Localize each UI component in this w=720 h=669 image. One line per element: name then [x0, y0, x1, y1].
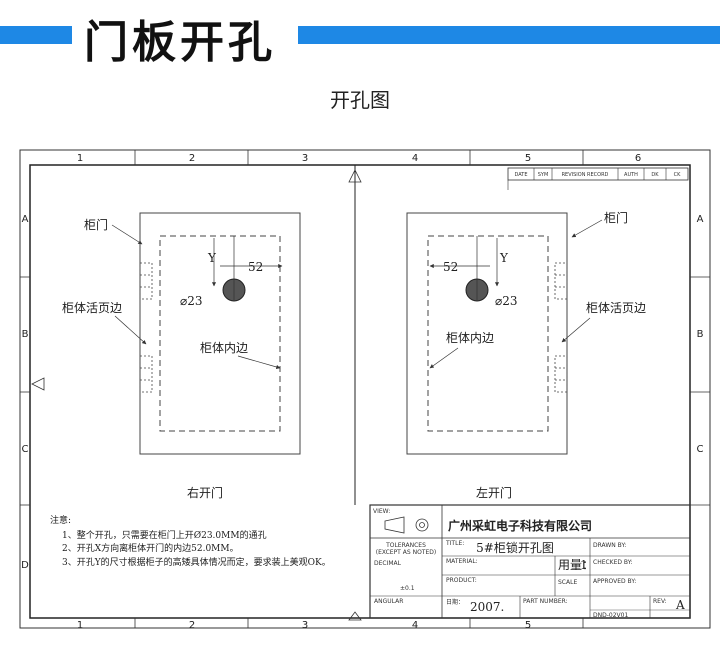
note-item-3: 3、开孔Y的尺寸根据柜子的高矮具体情况而定，要求装上美观OK。	[62, 556, 331, 568]
right-door-hole-size: ⌀23	[180, 294, 203, 308]
page-heading: 门板开孔	[84, 17, 276, 68]
grid-row-a-right: A	[697, 214, 704, 225]
tb-part-number-label: PART NUMBER:	[523, 598, 568, 605]
left-door-hinge-leader	[561, 317, 591, 343]
inner-border	[29, 164, 691, 619]
grid-row-b: B	[22, 329, 29, 340]
right-door-caption: 右开门	[187, 485, 223, 500]
note-item-2: 2、开孔X方向离柜体开门的内边52.0MM。	[62, 542, 239, 554]
right-door-label-leader	[111, 224, 143, 245]
grid-row-d: D	[21, 560, 29, 571]
grid-col-4-bottom: 4	[412, 620, 418, 631]
grid-col-5-bottom: 5	[525, 620, 531, 631]
tb-checked-by: CHECKED BY:	[593, 559, 633, 566]
tb-tol-value: ±0.1	[400, 585, 415, 592]
tb-title-value: 5#柜锁开孔图	[476, 540, 554, 555]
grid-row-b-right: B	[697, 329, 704, 340]
right-door-inner-label: 柜体内边	[200, 341, 248, 355]
tb-decimal: DECIMAL	[374, 560, 402, 567]
right-door-dim-y: Y	[207, 251, 217, 265]
tb-quantity-value: 1	[580, 558, 588, 572]
centering-mark-bottom-icon	[348, 611, 362, 621]
right-door-view: 52 Y ⌀23 柜门 柜体活页边 柜体内边 右开门	[62, 212, 301, 500]
right-door-inner-leader	[237, 355, 281, 369]
grid-col-4: 4	[412, 153, 418, 164]
outer-border	[19, 149, 711, 629]
tb-quantity-label: 用量：	[558, 558, 594, 572]
right-door-hinge-label: 柜体活页边	[62, 301, 122, 315]
rev-col-ck: CK	[674, 172, 681, 178]
rev-col-sym: SYM	[538, 172, 549, 178]
revision-table: DATE SYM REVISION RECORD AUTH DK CK	[507, 167, 689, 190]
rev-col-date: DATE	[514, 172, 527, 178]
rev-col-dk: DK	[651, 172, 659, 178]
left-door-hole-size: ⌀23	[495, 294, 518, 308]
notes-title: 注意:	[50, 514, 71, 526]
tb-approved-by: APPROVED BY:	[593, 578, 636, 585]
left-door-dim-x: 52	[443, 260, 458, 274]
grid-row-c-right: C	[697, 444, 704, 455]
tb-angular: ANGULAR	[374, 598, 403, 605]
tb-drawn-by: DRAWN BY:	[593, 542, 626, 549]
title-block	[369, 504, 691, 619]
tb-doc-number: DND-02V01	[593, 612, 628, 619]
right-door-label: 柜门	[84, 217, 108, 232]
note-item-1: 1、整个开孔，只需要在柜门上开Ø23.0MM的通孔	[62, 529, 267, 541]
grid-col-2-bottom: 2	[189, 620, 195, 631]
grid-col-3-bottom: 3	[302, 620, 308, 631]
left-door-hinge-label: 柜体活页边	[586, 301, 646, 315]
left-door-label: 柜门	[604, 210, 628, 225]
tb-tolerances: TOLERANCES	[385, 542, 426, 549]
grid-col-1: 1	[77, 153, 83, 164]
centering-mark-top-icon	[348, 169, 362, 183]
tb-title-label: TITLE:	[445, 540, 464, 547]
left-door-view: 52 Y ⌀23 柜门 柜体活页边 柜体内边 左开门	[406, 210, 646, 500]
tb-material-label: MATERIAL:	[446, 558, 478, 565]
centering-mark-left-icon	[31, 377, 45, 391]
grid-col-6: 6	[635, 153, 641, 164]
tb-rev-label: REV:	[653, 598, 667, 605]
right-door-dim-x: 52	[248, 260, 263, 274]
grid-col-5: 5	[525, 153, 531, 164]
tb-rev-value: A	[675, 598, 685, 612]
rev-col-auth: AUTH	[624, 172, 638, 178]
grid-col-1-bottom: 1	[77, 620, 83, 631]
left-door-dim-y: Y	[499, 251, 509, 265]
projection-view-icon	[384, 516, 429, 534]
banner: 门板开孔	[0, 0, 720, 78]
left-door-outline	[406, 212, 568, 455]
grid-col-3: 3	[302, 153, 308, 164]
banner-band-left	[0, 26, 72, 44]
notes: 注意: 1、整个开孔，只需要在柜门上开Ø23.0MM的通孔 2、开孔X方向离柜体…	[50, 514, 331, 568]
right-door-hinges	[139, 262, 153, 393]
left-door-inner-label: 柜体内边	[446, 331, 494, 345]
drawing-title: 开孔图	[330, 88, 390, 112]
tb-date-value: 2007.	[470, 600, 504, 614]
right-door-hinge-leader	[114, 315, 147, 345]
tb-tolerances-sub: (EXCEPT AS NOTED)	[376, 549, 436, 556]
banner-band-right	[298, 26, 720, 44]
rev-col-record: REVISION RECORD	[562, 172, 609, 178]
grid-row-c: C	[22, 444, 29, 455]
left-door-caption: 左开门	[476, 485, 512, 500]
right-door-inner-edge	[159, 235, 281, 432]
tb-product-label: PRODUCT:	[446, 577, 477, 584]
grid-ticks	[20, 150, 710, 628]
grid-row-a: A	[22, 214, 29, 225]
left-door-inner-leader	[429, 347, 459, 369]
left-door-inner-edge	[427, 235, 549, 432]
tb-company-name: 广州采虹电子科技有限公司	[448, 518, 592, 533]
left-door-label-leader	[571, 219, 603, 238]
right-door-outline	[139, 212, 301, 455]
tb-scale-label: SCALE	[558, 579, 577, 586]
grid-col-2: 2	[189, 153, 195, 164]
tb-view-label: VIEW:	[373, 508, 390, 515]
left-door-hinges	[554, 262, 568, 393]
tb-date-label: 日期：	[446, 598, 464, 606]
